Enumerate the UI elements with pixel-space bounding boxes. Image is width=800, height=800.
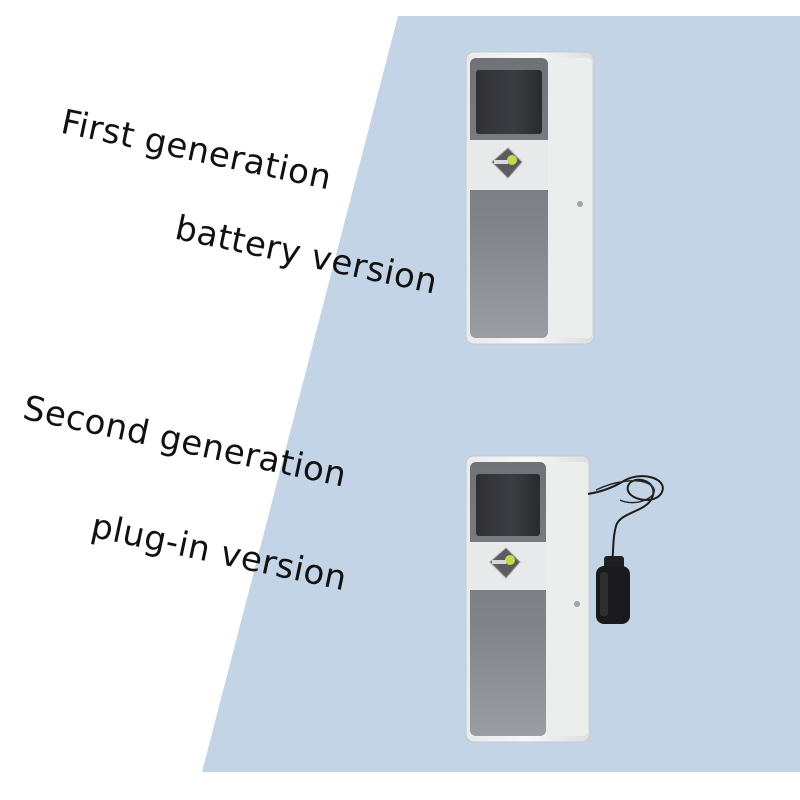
dispenser-second-generation [465,455,591,743]
dispenser-first-generation [465,51,595,345]
background-panel [202,16,800,772]
power-adapter [587,475,664,624]
